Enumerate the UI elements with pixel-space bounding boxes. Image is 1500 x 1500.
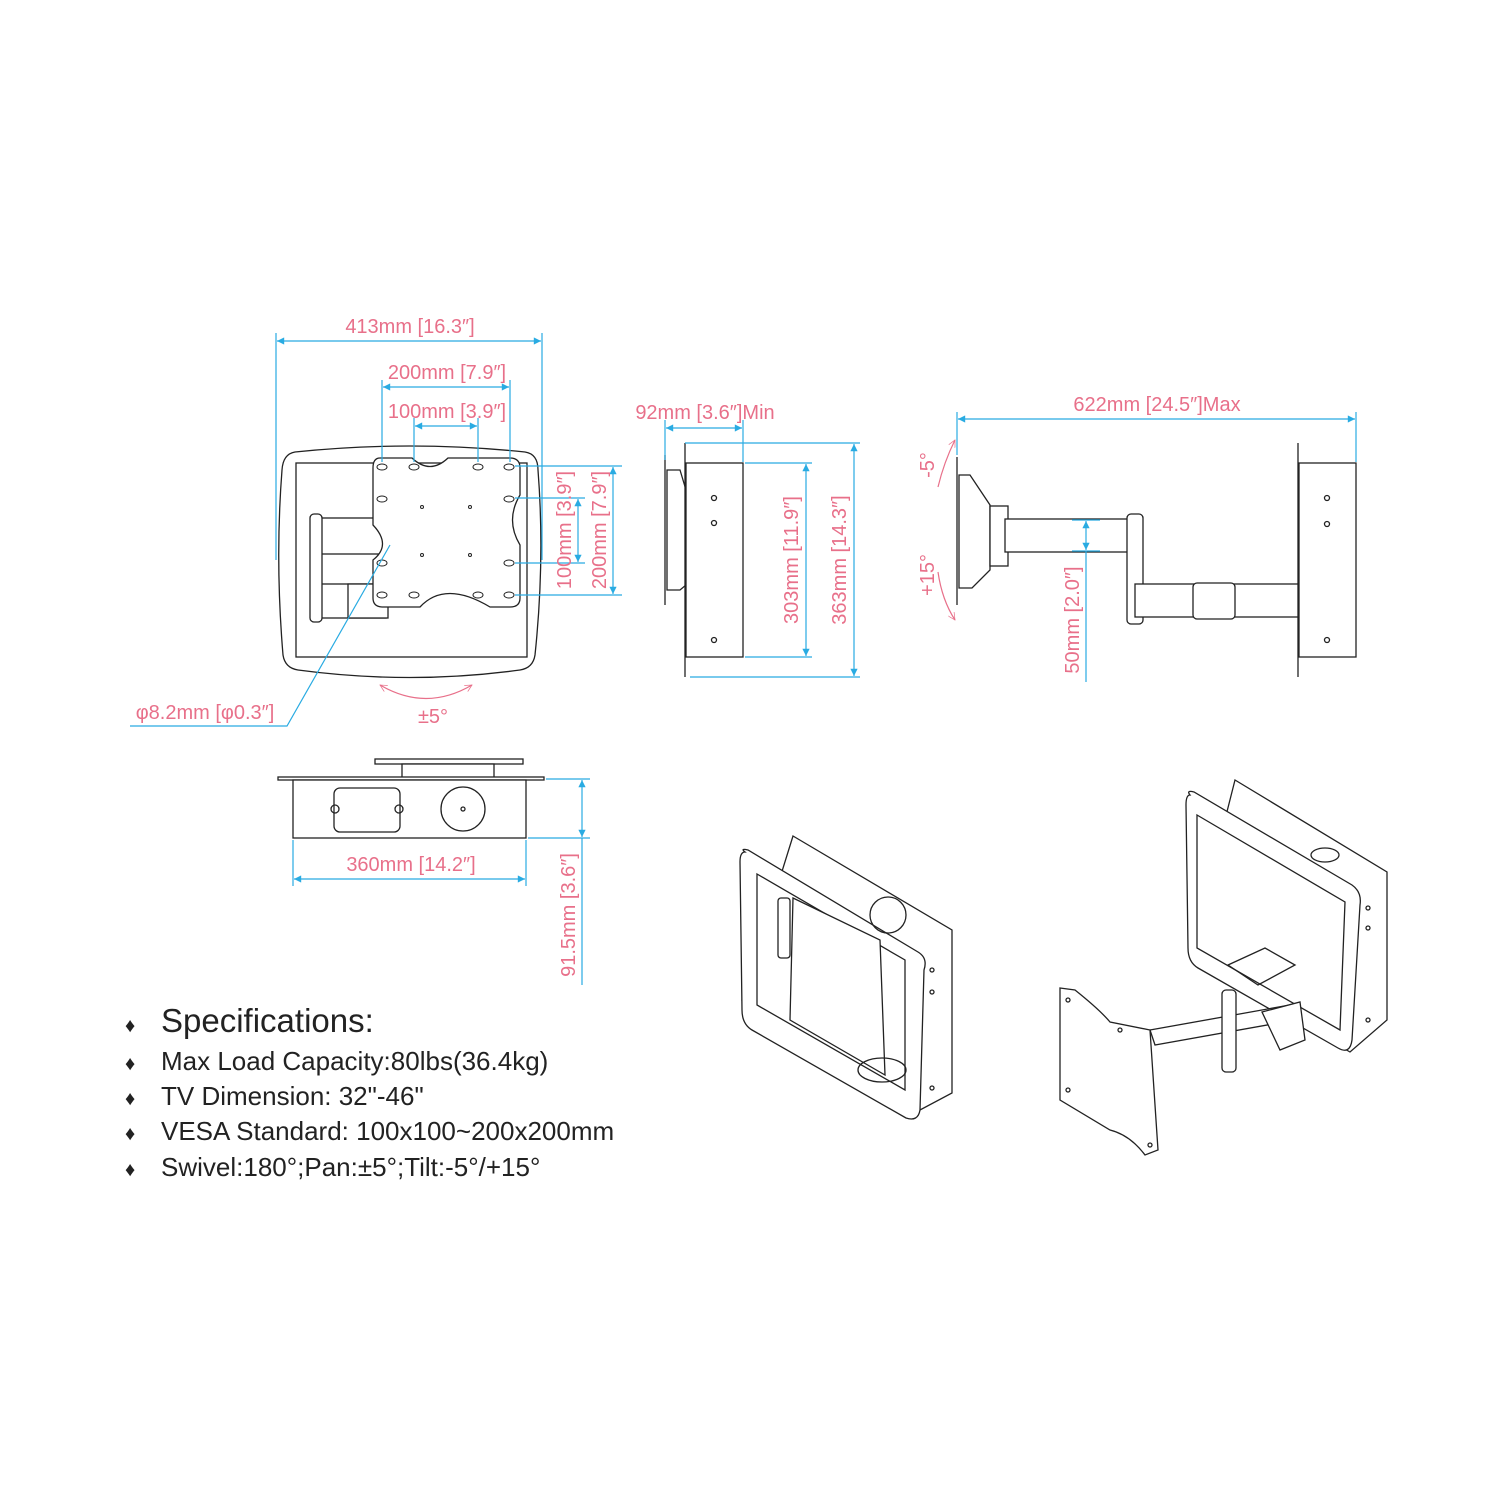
tilt-down-label: +15° — [917, 554, 939, 596]
spec-item: ♦Swivel:180°;Pan:±5°;Tilt:-5°/+15° — [125, 1152, 541, 1182]
vesa-100-vertical-label: 100mm [3.9″] — [554, 471, 576, 589]
bullet-icon: ♦ — [125, 1088, 136, 1110]
vesa-200-vertical-label: 200mm [7.9″] — [589, 471, 611, 589]
vesa-100-horizontal-label: 100mm [3.9″] — [388, 401, 506, 423]
box-width-label: 360mm [14.2″] — [346, 854, 475, 876]
bullet-icon: ♦ — [125, 1053, 136, 1075]
spec-item: ♦VESA Standard: 100x100~200x200mm — [125, 1116, 615, 1146]
extended-arm-view: 622mm [24.5″]Max -5° +15° 50mm [2.0″] — [917, 394, 1357, 682]
specifications-title: ♦Specifications: — [125, 1002, 374, 1039]
arm-height-label: 50mm [2.0″] — [1062, 566, 1084, 673]
vesa-holes — [376, 463, 515, 599]
spec-item: ♦Max Load Capacity:80lbs(36.4kg) — [125, 1046, 549, 1076]
box-height-label: 303mm [11.9″] — [781, 496, 803, 624]
min-depth-label: 92mm [3.6″]Min — [635, 402, 774, 424]
box-depth-label: 91.5mm [3.6″] — [558, 853, 580, 977]
bullet-icon: ♦ — [125, 1159, 136, 1181]
front-view-dimensions: 413mm [16.3″] 200mm [7.9″] 100mm [3.9″] … — [130, 316, 622, 728]
isometric-collapsed-view — [739, 835, 953, 1120]
max-extension-label: 622mm [24.5″]Max — [1073, 394, 1240, 416]
side-view: 92mm [3.6″]Min 303mm [11.9″] 363mm [14.3… — [635, 402, 860, 678]
overall-height-label: 363mm [14.3″] — [829, 495, 851, 624]
hole-diameter-label: φ8.2mm [φ0.3″] — [136, 702, 275, 724]
pan-label: ±5° — [418, 706, 448, 728]
isometric-extended-view — [1059, 778, 1388, 1156]
vesa-200-horizontal-label: 200mm [7.9″] — [388, 362, 506, 384]
front-view — [278, 445, 542, 679]
bullet-icon: ♦ — [125, 1123, 136, 1145]
top-view: 360mm [14.2″] 91.5mm [3.6″] — [277, 758, 590, 985]
tilt-up-label: -5° — [917, 452, 939, 478]
bullet-icon: ♦ — [125, 1015, 136, 1037]
overall-width-label: 413mm [16.3″] — [345, 316, 474, 338]
spec-item: ♦TV Dimension: 32"-46" — [125, 1081, 424, 1111]
